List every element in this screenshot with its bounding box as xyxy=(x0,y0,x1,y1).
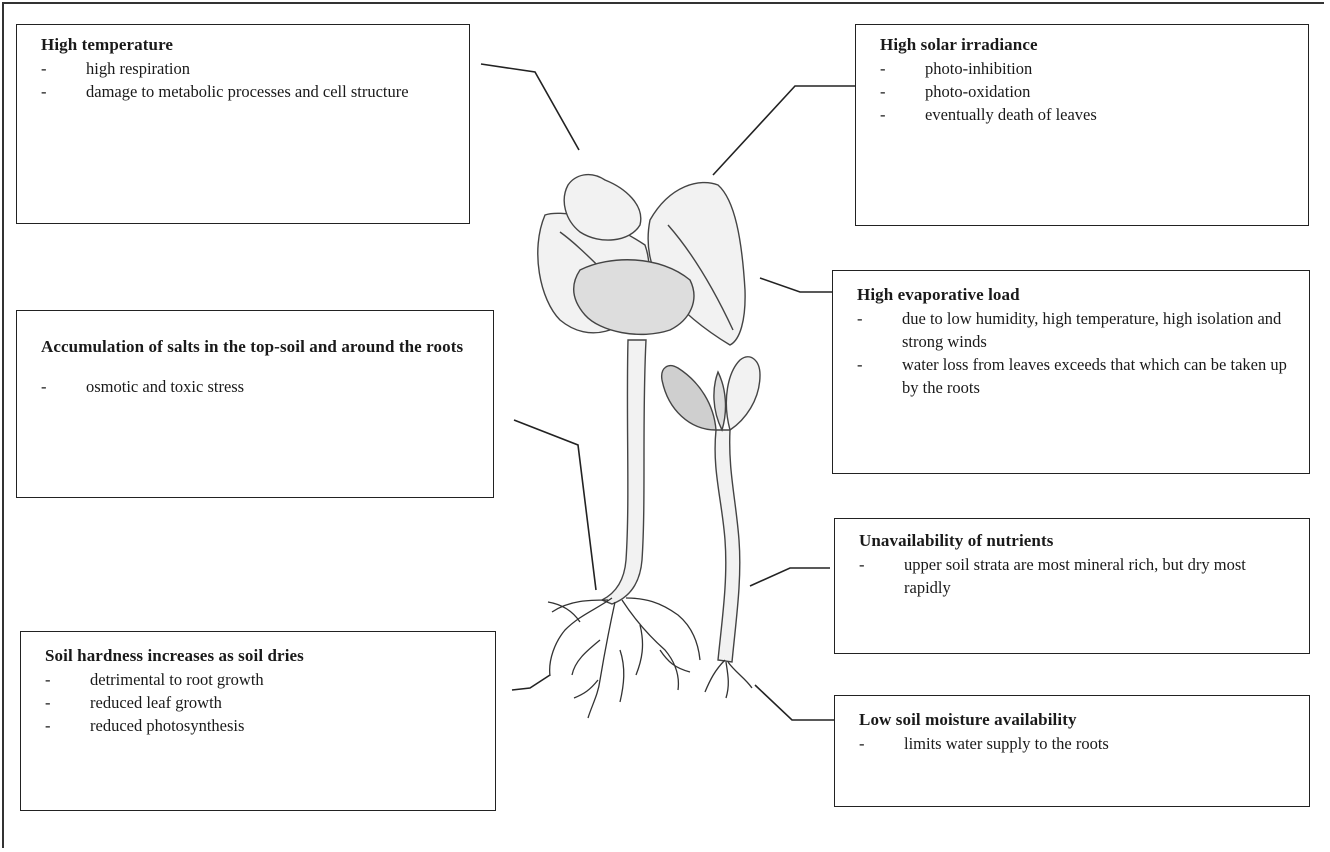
list-item: -damage to metabolic processes and cell … xyxy=(41,80,455,103)
bullet-dash: - xyxy=(880,57,886,80)
bullet-dash: - xyxy=(859,732,865,755)
box-title: Accumulation of salts in the top-soil an… xyxy=(41,329,479,365)
box-title: High temperature xyxy=(41,35,455,55)
box-high-solar-irradiance: High solar irradiance -photo-inhibition … xyxy=(855,24,1309,226)
connector-high-temperature xyxy=(481,64,579,150)
bullet-list: -due to low humidity, high temperature, … xyxy=(857,307,1295,399)
bullet-dash: - xyxy=(45,714,51,737)
bullet-list: -high respiration -damage to metabolic p… xyxy=(41,57,455,103)
connector-nutrients xyxy=(750,568,830,586)
box-title: Low soil moisture availability xyxy=(859,710,1295,730)
bullet-list: -osmotic and toxic stress xyxy=(41,375,479,398)
bullet-dash: - xyxy=(41,80,47,103)
list-item: -reduced leaf growth xyxy=(45,691,481,714)
bullet-dash: - xyxy=(880,80,886,103)
connector-high-solar xyxy=(713,86,855,175)
list-item: -due to low humidity, high temperature, … xyxy=(857,307,1295,353)
box-high-evaporative-load: High evaporative load -due to low humidi… xyxy=(832,270,1310,474)
plant-drawing xyxy=(538,175,760,662)
bullet-list: -photo-inhibition -photo-oxidation -even… xyxy=(880,57,1294,126)
connector-evaporative xyxy=(760,278,833,292)
bullet-dash: - xyxy=(41,57,47,80)
bullet-dash: - xyxy=(859,553,865,576)
connector-salts xyxy=(514,420,596,590)
box-low-soil-moisture: Low soil moisture availability -limits w… xyxy=(834,695,1310,807)
box-title: High evaporative load xyxy=(857,285,1295,305)
bullet-list: -limits water supply to the roots xyxy=(859,732,1295,755)
bullet-list: -detrimental to root growth -reduced lea… xyxy=(45,668,481,737)
list-item: -high respiration xyxy=(41,57,455,80)
list-item: -detrimental to root growth xyxy=(45,668,481,691)
bullet-dash: - xyxy=(45,668,51,691)
list-item: -photo-inhibition xyxy=(880,57,1294,80)
bullet-list: -upper soil strata are most mineral rich… xyxy=(859,553,1295,599)
bullet-dash: - xyxy=(41,375,47,398)
connector-soil-hardness xyxy=(512,675,550,690)
box-title: Soil hardness increases as soil dries xyxy=(45,646,481,666)
box-soil-hardness: Soil hardness increases as soil dries -d… xyxy=(20,631,496,811)
box-unavailability-of-nutrients: Unavailability of nutrients -upper soil … xyxy=(834,518,1310,654)
bullet-dash: - xyxy=(880,103,886,126)
bullet-dash: - xyxy=(857,307,863,330)
box-high-temperature: High temperature -high respiration -dama… xyxy=(16,24,470,224)
list-item: -photo-oxidation xyxy=(880,80,1294,103)
box-salt-accumulation: Accumulation of salts in the top-soil an… xyxy=(16,310,494,498)
list-item: -eventually death of leaves xyxy=(880,103,1294,126)
connector-soil-moisture xyxy=(755,685,835,720)
list-item: -limits water supply to the roots xyxy=(859,732,1295,755)
list-item: -upper soil strata are most mineral rich… xyxy=(859,553,1295,599)
box-title: High solar irradiance xyxy=(880,35,1294,55)
box-title: Unavailability of nutrients xyxy=(859,531,1295,551)
list-item: -reduced photosynthesis xyxy=(45,714,481,737)
bullet-dash: - xyxy=(857,353,863,376)
bullet-dash: - xyxy=(45,691,51,714)
list-item: -osmotic and toxic stress xyxy=(41,375,479,398)
list-item: -water loss from leaves exceeds that whi… xyxy=(857,353,1295,399)
